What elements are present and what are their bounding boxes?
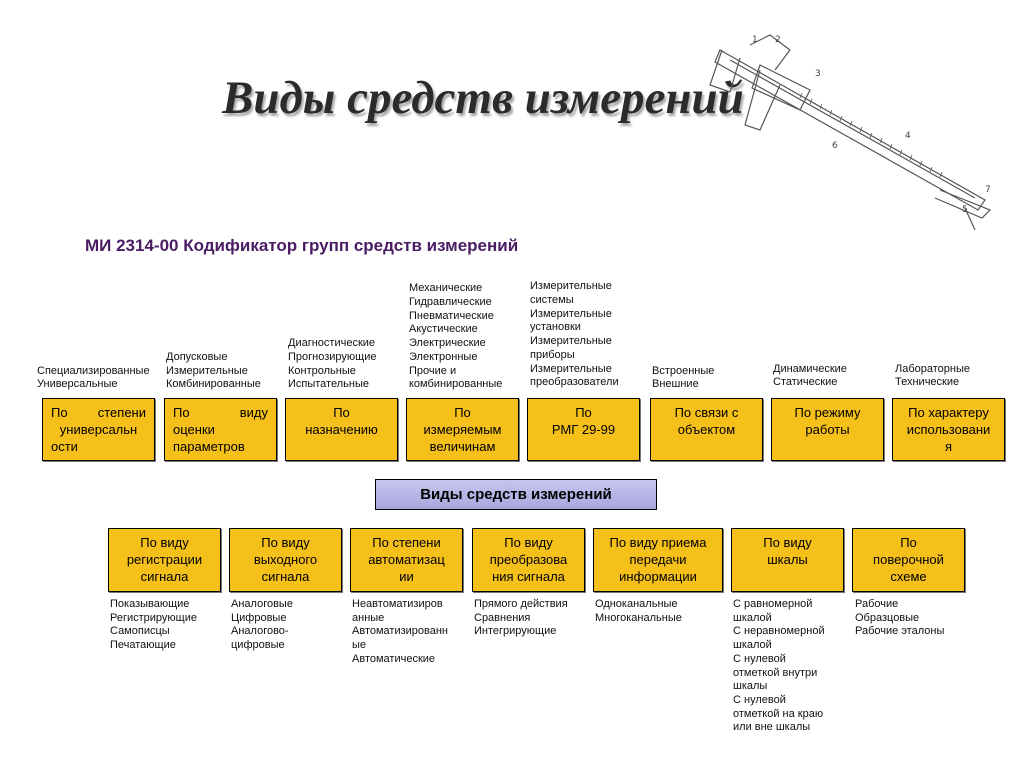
caliper-number: 3	[815, 69, 821, 79]
caliper-number: 2	[775, 35, 781, 45]
slide-title: Виды средств измерений	[222, 72, 744, 124]
center-box: Виды средств измерений	[375, 479, 657, 510]
caliper-number: 6	[832, 141, 838, 151]
caliper-number: 4	[905, 131, 911, 141]
subtitle: МИ 2314-00 Кодификатор групп средств изм…	[85, 236, 519, 255]
caliper-illustration: 1 2 3 4 5 6 7	[709, 34, 992, 230]
caliper-number: 1	[752, 35, 758, 45]
caliper-number: 7	[985, 185, 991, 195]
caliper-number: 5	[962, 205, 968, 215]
